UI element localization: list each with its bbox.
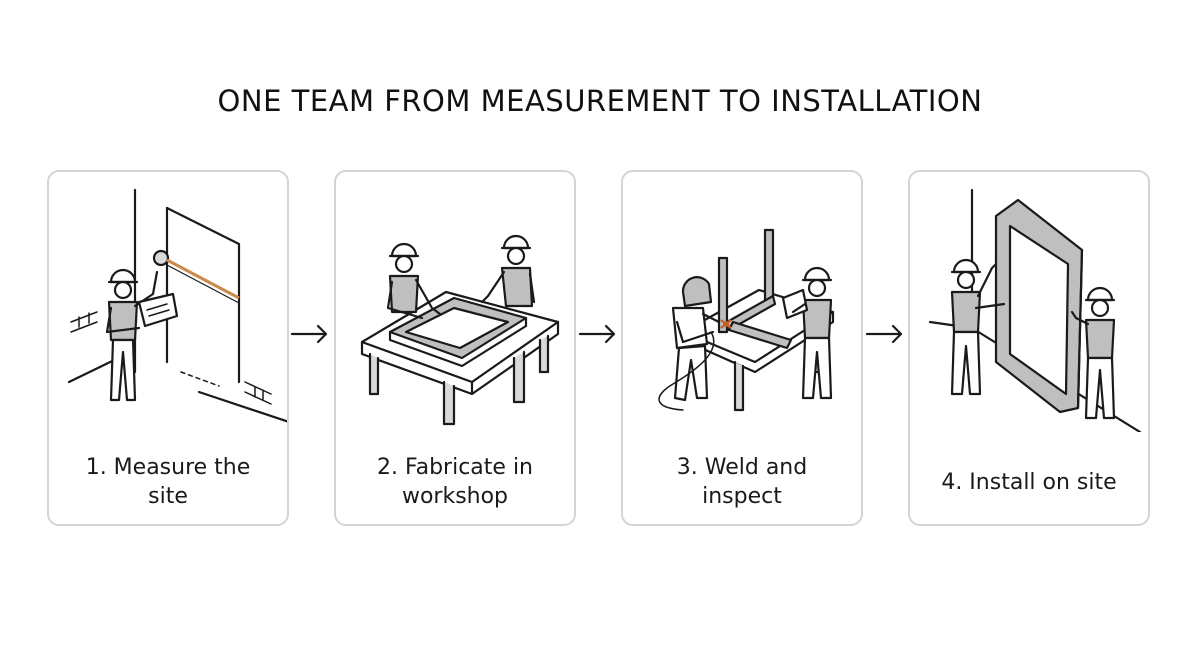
step-card-fabricate: 2. Fabricate in workshop bbox=[334, 170, 576, 526]
arrow-right-icon bbox=[290, 324, 328, 344]
weld-spark-icon bbox=[720, 319, 732, 329]
worker-icon bbox=[1070, 286, 1116, 420]
step-card-measure: 1. Measure the site bbox=[47, 170, 289, 526]
step-label-fabricate: 2. Fabricate in workshop bbox=[376, 455, 533, 509]
step-label-install: 4. Install on site bbox=[941, 469, 1117, 495]
weld-inspect-illustration bbox=[658, 228, 835, 412]
tape-measure-icon bbox=[152, 249, 240, 304]
worker-icon bbox=[950, 258, 1006, 396]
measure-site-illustration bbox=[67, 188, 287, 423]
step-card-install: 4. Install on site bbox=[908, 170, 1150, 526]
worker-icon bbox=[480, 234, 536, 308]
fabricate-workshop-illustration bbox=[360, 234, 560, 426]
worker-icon bbox=[386, 242, 442, 320]
step-card-weld: 3. Weld and inspect bbox=[621, 170, 863, 526]
arrow-right-icon bbox=[578, 324, 616, 344]
step-label-measure: 1. Measure the site bbox=[85, 455, 251, 509]
welder-icon bbox=[658, 276, 721, 411]
install-site-illustration bbox=[928, 188, 1142, 432]
worker-icon bbox=[781, 266, 833, 400]
window-frame-icon bbox=[994, 198, 1084, 414]
page-title: ONE TEAM FROM MEASUREMENT TO INSTALLATIO… bbox=[217, 84, 983, 118]
arrow-right-icon bbox=[865, 324, 903, 344]
worker-icon bbox=[105, 268, 179, 402]
step-label-weld: 3. Weld and inspect bbox=[676, 455, 808, 509]
